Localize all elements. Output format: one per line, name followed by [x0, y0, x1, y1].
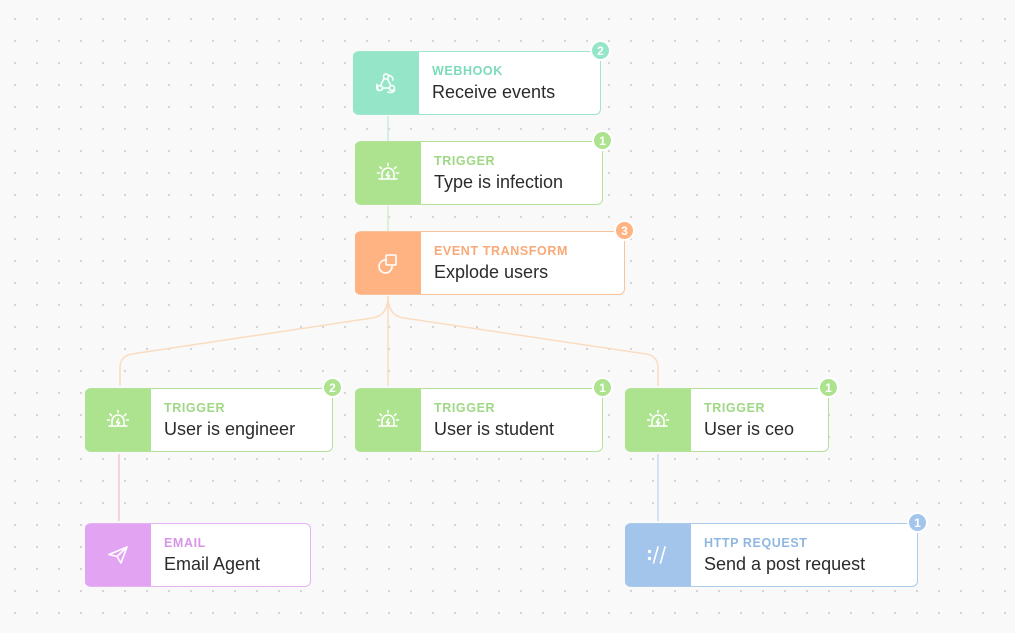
node-type-label: WEBHOOK — [432, 64, 503, 78]
node-title: Send a post request — [704, 554, 866, 574]
shapes-icon-box — [355, 232, 421, 294]
siren-icon — [376, 409, 400, 427]
http-icon — [647, 546, 666, 564]
node-type-label: TRIGGER — [434, 154, 496, 168]
siren-icon-box — [85, 389, 151, 451]
node-type-label: TRIGGER — [434, 401, 496, 415]
paper-plane-icon — [108, 546, 128, 564]
node-type-label: EVENT TRANSFORM — [434, 244, 568, 258]
node-type-label: TRIGGER — [704, 401, 766, 415]
count-badge: 2 — [322, 377, 343, 398]
node-webhook[interactable]: WEBHOOK Receive events 2 — [353, 40, 611, 115]
node-email[interactable]: EMAIL Email Agent — [85, 523, 311, 587]
paper-plane-icon-box — [85, 524, 151, 586]
node-trigger-infection[interactable]: TRIGGER Type is infection 1 — [355, 130, 613, 205]
count-badge: 3 — [614, 220, 635, 241]
count-badge: 1 — [592, 377, 613, 398]
node-type-label: EMAIL — [164, 536, 206, 550]
siren-icon-box — [625, 389, 691, 451]
count-badge: 1 — [907, 512, 928, 533]
node-title: User is student — [434, 419, 555, 439]
node-title: Email Agent — [164, 554, 261, 574]
edge-transform-ceo — [387, 295, 659, 386]
node-event-transform[interactable]: EVENT TRANSFORM Explode users 3 — [355, 220, 635, 295]
count-badge: 1 — [592, 130, 613, 151]
node-trigger-student[interactable]: TRIGGER User is student 1 — [355, 377, 613, 452]
webhook-icon-box — [353, 52, 419, 114]
node-title: User is ceo — [704, 419, 795, 439]
webhook-icon — [375, 73, 396, 94]
node-title: User is engineer — [164, 419, 296, 439]
siren-icon-box — [355, 389, 421, 451]
node-type-label: HTTP REQUEST — [704, 536, 808, 550]
node-title: Explode users — [434, 262, 549, 282]
siren-icon — [646, 409, 670, 427]
node-http-request[interactable]: HTTP REQUEST Send a post request 1 — [625, 512, 928, 587]
edge-transform-engineer — [119, 295, 389, 386]
node-trigger-ceo[interactable]: TRIGGER User is ceo 1 — [625, 377, 839, 452]
node-trigger-engineer[interactable]: TRIGGER User is engineer 2 — [85, 377, 343, 452]
count-badge: 2 — [590, 40, 611, 61]
node-type-label: TRIGGER — [164, 401, 226, 415]
node-title: Receive events — [432, 82, 556, 102]
count-badge: 1 — [818, 377, 839, 398]
http-icon-box — [625, 524, 691, 586]
siren-icon — [376, 162, 400, 180]
shapes-icon — [378, 254, 397, 274]
node-title: Type is infection — [434, 172, 564, 192]
siren-icon-box — [355, 142, 421, 204]
siren-icon — [106, 409, 130, 427]
